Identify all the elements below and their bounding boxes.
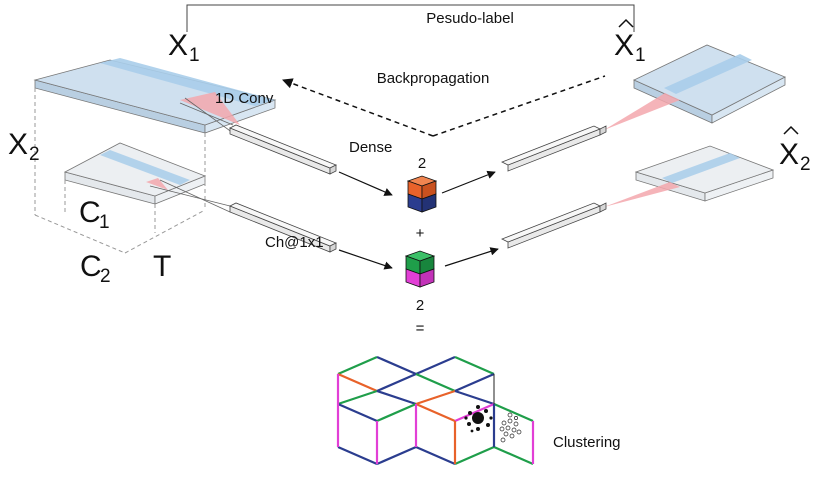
symbol-t: T (153, 250, 171, 283)
cluster-grid (336, 355, 535, 466)
symbol-x1-hat: X 1 (614, 18, 646, 66)
decoder-vector-bottom (501, 202, 607, 249)
encoder-vector-bottom (149, 179, 337, 253)
input-slab-x1 (33, 58, 277, 134)
pseudo-label-bracket: Pesudo-label (186, 4, 635, 32)
svg-text:1: 1 (635, 45, 646, 66)
plus-label: + (416, 225, 425, 242)
latent-cube-top (406, 175, 438, 213)
cluster-dense-icon (464, 405, 493, 433)
svg-text:C: C (79, 196, 101, 229)
symbol-x2-hat: X 2 (779, 125, 811, 175)
svg-text:X: X (168, 29, 188, 62)
decoder-vector-top (501, 125, 607, 172)
clustering-label: Clustering (553, 434, 621, 451)
latent-cube-bottom (404, 250, 436, 288)
svg-text:2: 2 (100, 266, 111, 287)
output-slab-x1-hat (604, 44, 786, 130)
dimension-guides (34, 88, 206, 254)
output-slab-x2-hat (604, 145, 775, 207)
pseudo-label-text: Pesudo-label (426, 10, 514, 27)
svg-text:1: 1 (189, 45, 200, 66)
cluster-sparse-icon (499, 412, 522, 443)
svg-text:1: 1 (99, 212, 110, 233)
svg-text:2: 2 (29, 144, 40, 165)
flow-arrows (338, 170, 499, 270)
input-slab-x2 (63, 142, 207, 205)
backprop-arrows: Backpropagation (282, 70, 606, 137)
symbol-x2: X 2 (8, 128, 40, 165)
backprop-text: Backpropagation (377, 70, 490, 87)
top-count-label: 2 (418, 155, 426, 172)
symbol-x1: X 1 (168, 29, 200, 66)
svg-text:X: X (8, 128, 28, 161)
dense-label: Dense (349, 139, 392, 156)
conv-label: 1D Conv (215, 90, 274, 107)
symbol-c2: C 2 (80, 250, 111, 287)
symbol-c1: C 1 (79, 196, 110, 233)
equals-label: = (416, 320, 425, 337)
svg-text:2: 2 (800, 154, 811, 175)
svg-text:X: X (614, 29, 634, 62)
ch-label: Ch@1x1 (265, 234, 324, 251)
bottom-count-label: 2 (416, 297, 424, 314)
encoder-vector-top (179, 97, 337, 175)
svg-text:C: C (80, 250, 102, 283)
svg-text:X: X (779, 138, 799, 171)
